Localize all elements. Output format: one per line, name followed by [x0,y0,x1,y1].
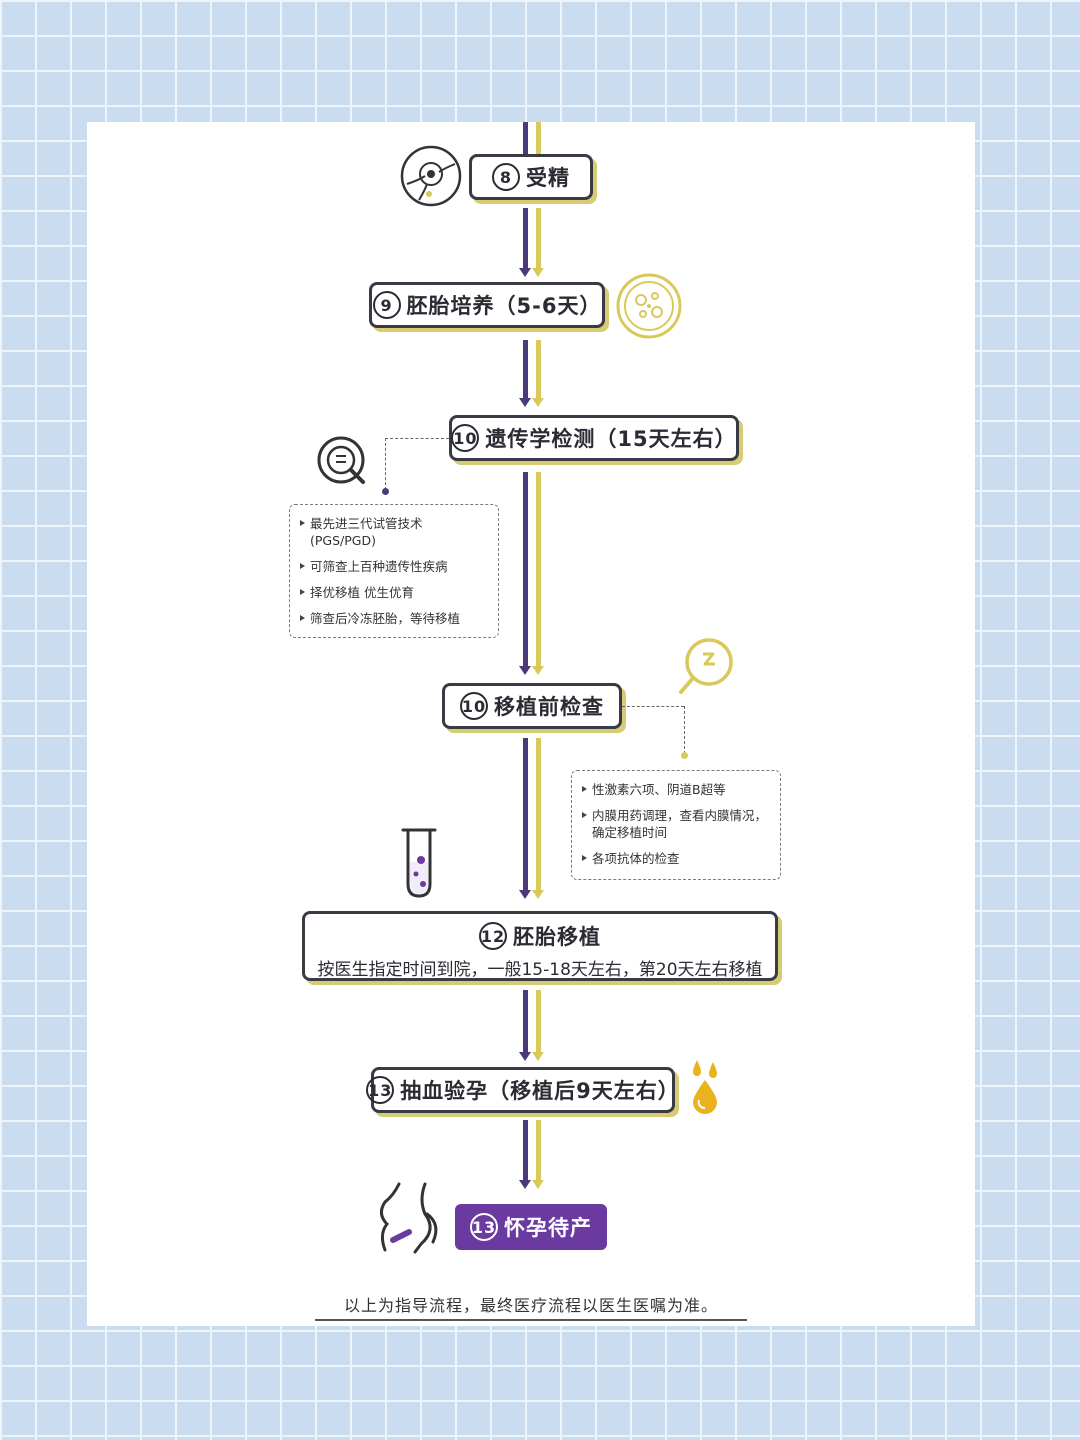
arrow-head [519,890,531,899]
note-item: 可筛查上百种遗传性疾病 [300,558,488,575]
step-embryo-transfer: 12 胚胎移植 按医生指定时间到院，一般15-18天左右，第20天左右移植 [302,911,778,981]
connector-line [536,122,541,154]
step-blood-test: 13 抽血验孕（移植后9天左右） [366,1067,679,1113]
arrow-head [532,890,544,899]
arrow-head [532,666,544,675]
step-label: 遗传学检测（15天左右） [485,427,737,451]
connector-line [536,208,541,268]
pre-transfer-notes: 性激素六项、阴道B超等 内膜用药调理，查看内膜情况，确定移植时间 各项抗体的检查 [571,770,781,880]
connector-dot [681,752,688,759]
note-connector [385,438,386,490]
note-item: 内膜用药调理，查看内膜情况，确定移植时间 [582,807,770,841]
step-number: 10 [451,424,480,452]
step-number: 10 [460,692,488,720]
note-item: 筛查后冷冻胚胎，等待移植 [300,610,488,627]
disclaimer-text: 以上为指导流程，最终医疗流程以医生医嘱为准。 [343,1296,718,1315]
arrow-head [519,666,531,675]
arrow-head [532,398,544,407]
step-label: 移植前检查 [494,695,604,719]
connector-line [536,738,541,890]
connector-line [536,990,541,1052]
connector-line [536,472,541,666]
step-label: 抽血验孕（移植后9天左右） [400,1079,680,1103]
note-connector [622,706,684,707]
connector-line [523,738,528,890]
step-number: 13 [366,1076,395,1104]
step-fertilization: 8 受精 [469,154,593,200]
water-drop-icon [693,1060,717,1114]
step-number: 13 [470,1213,498,1241]
connector-line [523,340,528,398]
connector-line [523,208,528,268]
note-item: 各项抗体的检查 [582,850,770,867]
genetic-testing-notes: 最先进三代试管技术(PGS/PGD) 可筛查上百种遗传性疾病 择优移植 优生优育… [289,504,499,638]
connector-line [523,990,528,1052]
magnifier-icon [317,436,365,484]
connector-line [536,1120,541,1180]
footer-underline [315,1319,747,1321]
arrow-head [532,1052,544,1061]
arrow-head [519,1052,531,1061]
connector-line [536,340,541,398]
step-number: 9 [372,291,401,319]
connector-dot [382,488,389,495]
flowchart-card: 8 受精 9 胚胎培养（5-6天） 10 遗传学检测（15天左右） [87,122,975,1326]
step-number: 12 [479,922,507,950]
note-item: 择优移植 优生优育 [300,584,488,601]
connector-line [523,472,528,666]
note-item: 最先进三代试管技术(PGS/PGD) [300,515,488,549]
arrow-head [532,1180,544,1189]
note-item: 性激素六项、阴道B超等 [582,781,770,798]
step-genetic-testing: 10 遗传学检测（15天左右） [449,415,739,461]
test-tube-icon [401,828,437,898]
step-pre-transfer-check: 10 移植前检查 [442,683,622,729]
arrow-head [519,1180,531,1189]
step-label: 胚胎培养（5-6天） [406,294,602,318]
step-embryo-culture: 9 胚胎培养（5-6天） [369,282,605,328]
connector-line [523,1120,528,1180]
step-title: 12 胚胎移植 [305,921,775,951]
step-number: 8 [492,163,520,191]
arrow-head [532,268,544,277]
connector-line [523,122,528,154]
note-connector [684,706,685,754]
step-pregnancy: 13 怀孕待产 [455,1204,607,1250]
step-label: 受精 [526,166,570,190]
petri-dish-icon [616,273,682,339]
step-label: 怀孕待产 [504,1216,592,1240]
step-description: 按医生指定时间到院，一般15-18天左右，第20天左右移植 [317,960,763,980]
step-label: 胚胎移植 [513,925,601,949]
arrow-head [519,398,531,407]
sperm-egg-icon [400,145,462,207]
note-connector [385,438,449,439]
lightning-magnifier-icon [679,638,733,694]
pregnant-belly-icon [380,1182,438,1254]
arrow-head [519,268,531,277]
